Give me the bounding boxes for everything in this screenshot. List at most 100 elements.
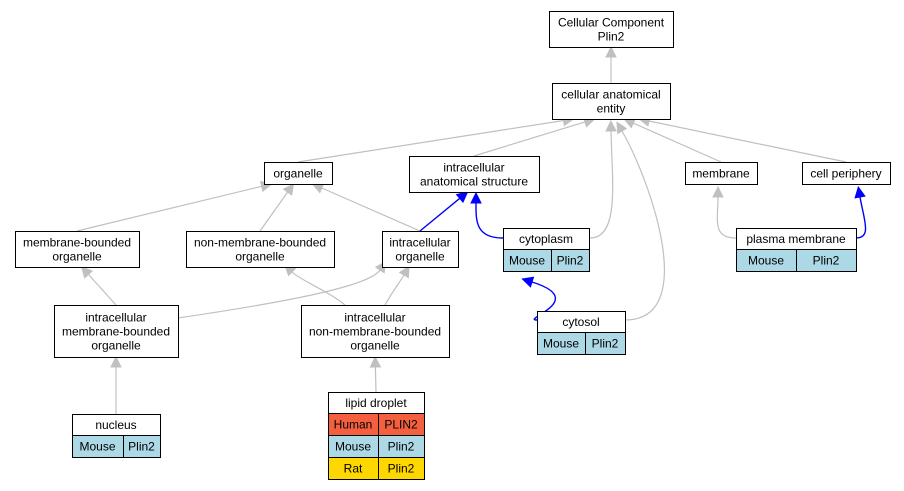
edge-cae-to-root — [605, 45, 617, 83]
node-box — [685, 162, 758, 185]
node-label: entity — [597, 102, 626, 116]
arrowhead — [80, 266, 94, 279]
edge-nmbo-to-organelle — [259, 183, 295, 232]
edge-line — [291, 271, 346, 306]
edge-membrane-to-cae — [623, 117, 722, 163]
arrowhead — [605, 119, 617, 132]
gene-label: Plin2 — [388, 440, 415, 454]
edge-line — [475, 202, 504, 239]
arrowhead — [110, 355, 122, 368]
edge-line — [76, 185, 262, 232]
edge-cytoplasm-to-ias — [470, 191, 504, 239]
edge-line — [716, 196, 737, 239]
node-box — [409, 156, 540, 193]
node-organelle[interactable]: organelle — [264, 162, 333, 185]
arrowhead — [470, 191, 482, 204]
species-label: Mouse — [509, 254, 545, 268]
node-label: intracellular — [443, 161, 504, 175]
node-box — [802, 162, 891, 185]
node-membrane[interactable]: membrane — [685, 162, 758, 185]
edge-line — [374, 366, 377, 393]
gene-cell — [585, 332, 626, 355]
edge-line — [648, 120, 847, 163]
edge-inmbo-to-io — [384, 265, 410, 306]
annotation-row-mouse: Mouse Plin2 — [537, 332, 626, 355]
species-label: Human — [334, 418, 373, 432]
node-label: Cellular Component — [558, 16, 665, 30]
node-label: cellular anatomical — [561, 88, 660, 102]
species-label: Mouse — [543, 337, 579, 351]
gene-label: Plin2 — [592, 337, 619, 351]
arrowhead — [369, 355, 382, 368]
node-label: anatomical structure — [420, 175, 528, 189]
arrowhead — [398, 265, 410, 279]
edge-plasma-to-membrane — [712, 185, 737, 239]
node-label: cell periphery — [810, 167, 881, 181]
arrowhead — [521, 276, 535, 288]
node-label: organelle — [91, 339, 141, 353]
arrowhead — [854, 185, 866, 199]
node-label: plasma membrane — [746, 232, 846, 246]
edge-line — [531, 281, 557, 321]
edge-cytosol-to-cytoplasm — [521, 276, 557, 321]
node-box — [264, 162, 333, 185]
node-label: organelle — [52, 250, 102, 264]
edge-imbo-to-mbo — [80, 266, 117, 306]
edge-cytosol-to-cae — [616, 121, 665, 321]
edge-mbo-to-organelle — [76, 180, 273, 232]
gene-cell — [551, 249, 590, 272]
edge-line — [259, 191, 289, 232]
edge-line — [419, 197, 461, 232]
edge-lipid-to-inmbo — [369, 355, 382, 393]
node-label: intracellular — [344, 311, 405, 325]
edge-line — [621, 130, 665, 321]
node-box — [54, 305, 179, 358]
node-label: cytosol — [562, 315, 599, 329]
edge-line — [297, 119, 564, 163]
node-label: membrane-bounded — [62, 325, 170, 339]
edge-organelle-to-cae — [297, 114, 575, 163]
node-box — [15, 231, 140, 268]
edge-line — [384, 274, 405, 306]
node-label: intracellular — [85, 311, 146, 325]
gene-label: Plin2 — [128, 440, 155, 454]
species-label: Mouse — [748, 254, 784, 268]
annotation-row-mouse: Mouse Plin2 — [736, 249, 857, 272]
edge-cytoplasm-to-cae — [589, 119, 617, 239]
node-box — [382, 231, 459, 268]
edge-plasma-to-periphery — [854, 185, 867, 239]
edge-line — [87, 273, 117, 306]
edge-line — [855, 196, 867, 239]
node-label: lipid droplet — [345, 396, 407, 410]
gene-label: Plin2 — [388, 462, 415, 476]
node-box — [549, 11, 674, 48]
gene-cell — [796, 249, 857, 272]
node-periphery[interactable]: cell periphery — [802, 162, 891, 185]
arrowhead — [282, 183, 295, 196]
node-box — [301, 305, 450, 358]
arrowhead — [616, 121, 628, 135]
node-inmbo[interactable]: intracellularnon-membrane-boundedorganel… — [301, 305, 450, 358]
edge-io-to-organelle — [311, 182, 421, 232]
node-label: intracellular — [389, 236, 450, 250]
gene-label: Plin2 — [813, 254, 840, 268]
edge-line — [321, 187, 421, 232]
edge-line — [589, 130, 614, 239]
edge-line — [177, 269, 381, 319]
gene-label: Plin2 — [557, 254, 584, 268]
